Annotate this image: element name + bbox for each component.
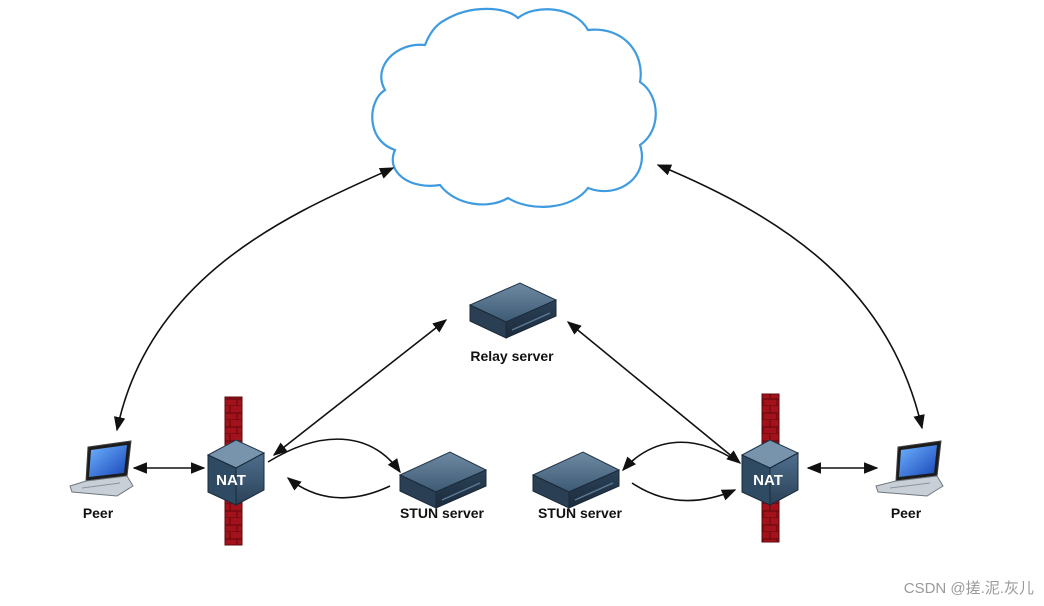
- arrow-stun-left-to-nat-left: [286, 477, 391, 499]
- peer-right-laptop-icon: [875, 440, 944, 497]
- nat-left-icon: [206, 439, 266, 506]
- stun-server-right-icon: [531, 451, 621, 509]
- peer-left-laptop-icon: [69, 440, 134, 497]
- arrow-relay-to-nat-right: [566, 321, 742, 464]
- nat-right-label: NAT: [753, 472, 783, 489]
- stun-server-left-label: STUN server: [400, 505, 485, 521]
- arrow-cloud-to-peer-right: [656, 164, 925, 430]
- arrow-stun-right-to-nat-right: [631, 482, 737, 502]
- nat-right-icon: [740, 439, 800, 506]
- stun-server-right-label: STUN server: [538, 505, 623, 521]
- arrow-peer-left-to-cloud: [113, 167, 395, 432]
- peer-left-label: Peer: [83, 505, 114, 521]
- internet-cloud-icon: [371, 7, 657, 208]
- arrow-nat-left-to-relay: [272, 319, 448, 456]
- stun-server-left-icon: [398, 451, 488, 509]
- relay-server-icon: [468, 282, 558, 339]
- watermark-text: CSDN @搓.泥.灰儿: [903, 580, 1034, 597]
- peer-right-label: Peer: [891, 505, 922, 521]
- relay-server-label: Relay server: [470, 348, 554, 364]
- connection-arrows: [113, 164, 925, 502]
- arrow-nat-right-to-stun-right: [622, 441, 739, 472]
- nat-left-label: NAT: [216, 472, 246, 489]
- arrow-nat-left-to-stun-left: [267, 438, 401, 474]
